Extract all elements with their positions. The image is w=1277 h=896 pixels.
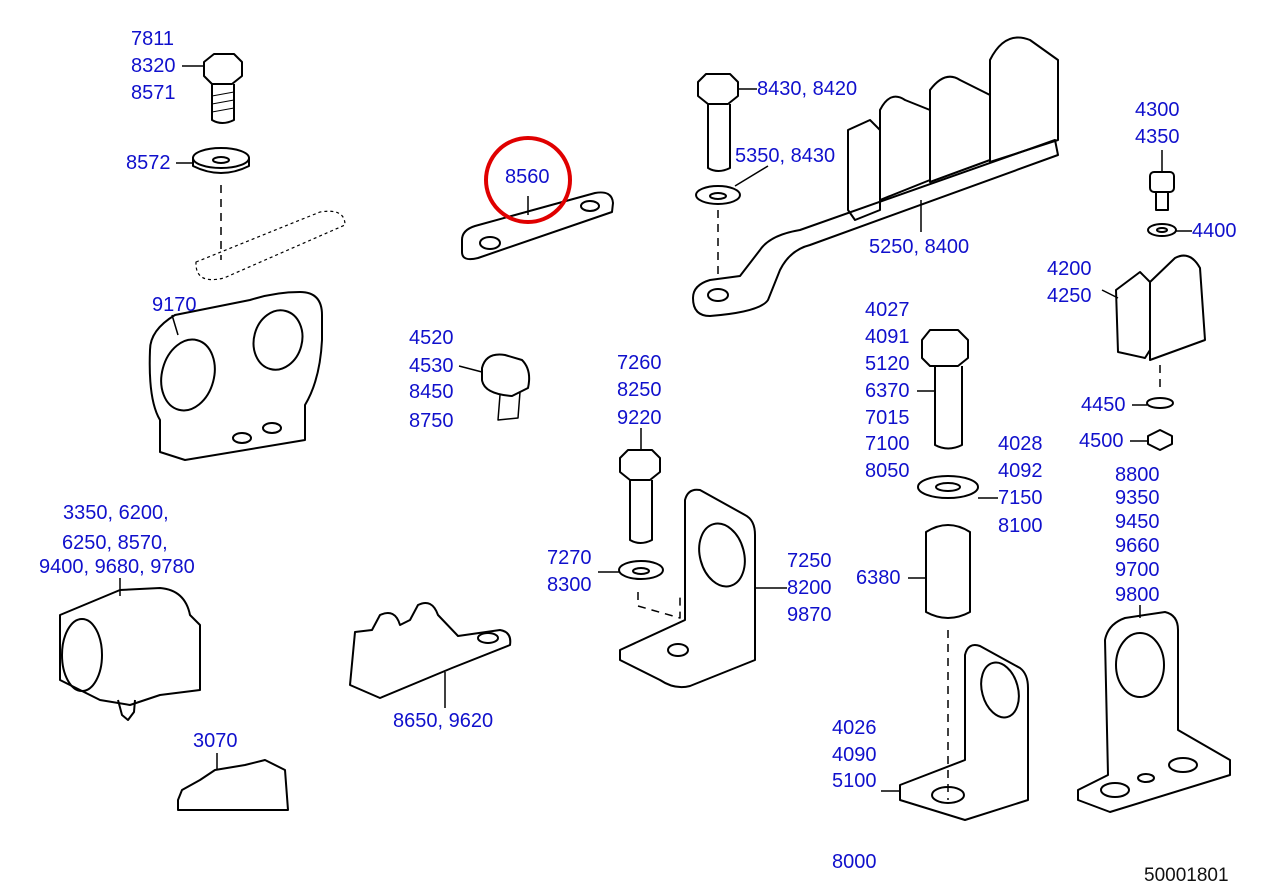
bolt-drawing [203,53,243,124]
callout-8100[interactable]: 8100 [998,515,1043,537]
callout-8000[interactable]: 8000 [832,851,877,873]
callout-4350[interactable]: 4350 [1135,126,1180,148]
callout-7250[interactable]: 7250 [787,550,832,572]
bracket-9170-drawing [148,291,323,461]
callout-4090[interactable]: 4090 [832,744,877,766]
plate-8560-drawing [461,191,614,261]
callout-6380[interactable]: 6380 [856,567,901,589]
callout-7100[interactable]: 7100 [865,433,910,455]
callout-9870[interactable]: 9870 [787,604,832,626]
callout-9350[interactable]: 9350 [1115,487,1160,509]
callout-4028[interactable]: 4028 [998,433,1043,455]
highlight-circle [484,136,572,224]
callout-4027[interactable]: 4027 [865,299,910,321]
callout-7150[interactable]: 7150 [998,487,1043,509]
callout-4092[interactable]: 4092 [998,460,1043,482]
callout-8800[interactable]: 8800 [1115,464,1160,486]
callout-6370[interactable]: 6370 [865,380,910,402]
callout-5250-8400[interactable]: 5250, 8400 [869,236,970,258]
callout-5120[interactable]: 5120 [865,353,910,375]
callout-7015[interactable]: 7015 [865,407,910,429]
callout-8250[interactable]: 8250 [617,379,662,401]
clip-3070-drawing [177,759,289,811]
bracket-7250-drawing [619,488,756,689]
callout-4250[interactable]: 4250 [1047,285,1092,307]
callout-9700[interactable]: 9700 [1115,559,1160,581]
callout-8320[interactable]: 8320 [131,55,176,77]
callout-8650-9620[interactable]: 8650, 9620 [393,710,494,732]
callout-4091[interactable]: 4091 [865,326,910,348]
callout-4300[interactable]: 4300 [1135,99,1180,121]
callout-7811[interactable]: 7811 [131,28,175,50]
callout-4500[interactable]: 4500 [1079,430,1124,452]
block-drawing [59,587,201,706]
callout-block-line1[interactable]: 3350, 6200, [63,502,169,524]
callout-7270[interactable]: 7270 [547,547,592,569]
callout-4200[interactable]: 4200 [1047,258,1092,280]
callout-8750[interactable]: 8750 [409,410,454,432]
callout-4520[interactable]: 4520 [409,327,454,349]
callout-3070[interactable]: 3070 [193,730,238,752]
clip-8650-drawing [349,602,512,699]
document-number: 50001801 [1144,865,1229,886]
callout-8200[interactable]: 8200 [787,577,832,599]
callout-5100[interactable]: 5100 [832,770,877,792]
bracket-8800-drawing [1077,611,1231,813]
callout-block-line2[interactable]: 6250, 8570, [62,532,168,554]
callout-8300[interactable]: 8300 [547,574,592,596]
callout-8571[interactable]: 8571 [131,82,176,104]
callout-4450[interactable]: 4450 [1081,394,1126,416]
callout-4400[interactable]: 4400 [1192,220,1237,242]
callout-8430-8420[interactable]: 8430, 8420 [757,78,858,100]
callout-5350-8430[interactable]: 5350, 8430 [735,145,836,167]
callout-block-line3[interactable]: 9400, 9680, 9780 [39,556,195,578]
callout-4530[interactable]: 4530 [409,355,454,377]
bracket-4026-drawing [899,644,1029,821]
callout-9660[interactable]: 9660 [1115,535,1160,557]
bracket-5250-drawing [692,139,1059,317]
callout-9450[interactable]: 9450 [1115,511,1160,533]
callout-8450[interactable]: 8450 [409,381,454,403]
callout-8572[interactable]: 8572 [126,152,171,174]
spacer-drawing [925,524,971,619]
callout-9220[interactable]: 9220 [617,407,662,429]
callout-7260[interactable]: 7260 [617,352,662,374]
callout-9170[interactable]: 9170 [152,294,197,316]
callout-8560[interactable]: 8560 [505,166,550,188]
callout-8050[interactable]: 8050 [865,460,910,482]
callout-4026[interactable]: 4026 [832,717,877,739]
callout-9800[interactable]: 9800 [1115,584,1160,606]
clamp-drawing [481,353,531,397]
